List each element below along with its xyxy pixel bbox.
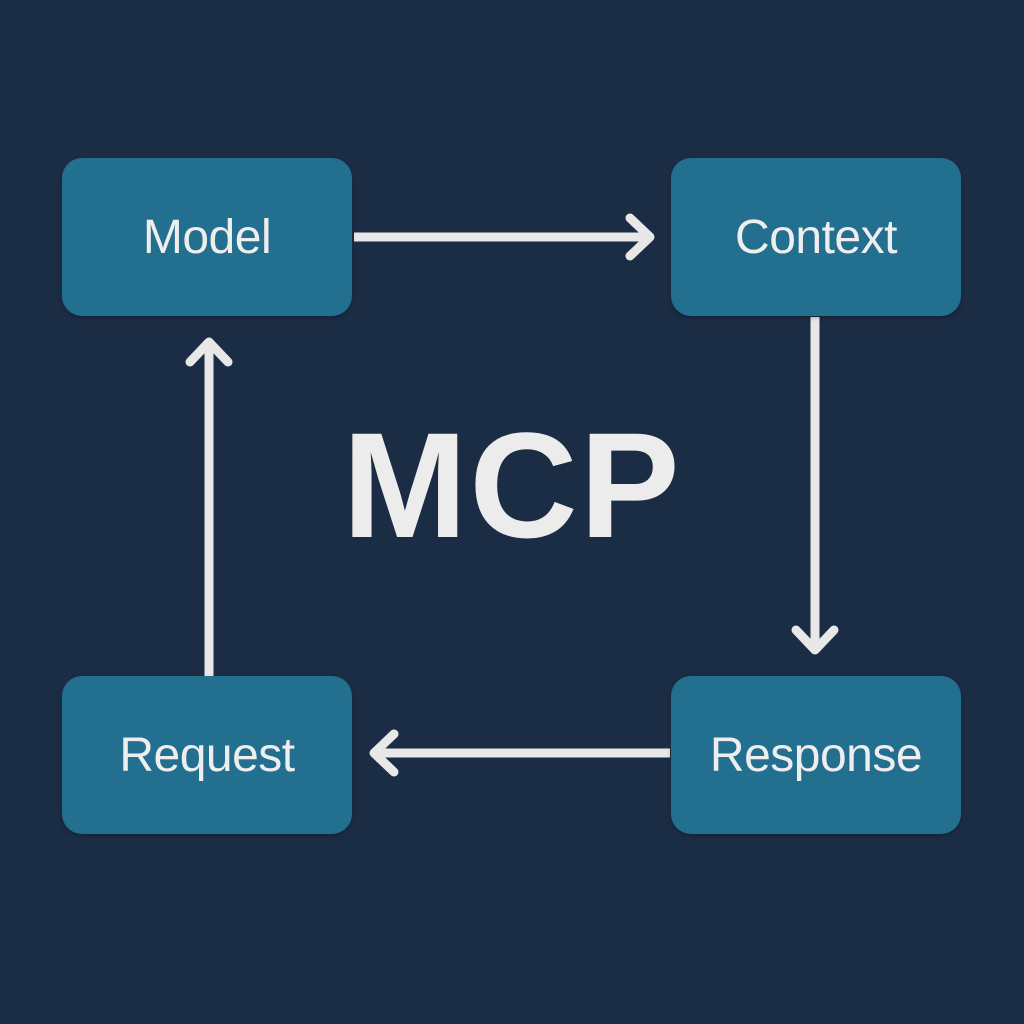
node-context: Context (671, 158, 961, 316)
arrow-context-to-response (791, 317, 839, 655)
arrow-request-to-model (185, 337, 233, 676)
arrow-model-to-context (354, 213, 655, 261)
node-model: Model (62, 158, 352, 316)
node-response: Response (671, 676, 961, 834)
arrow-response-to-request (369, 729, 670, 777)
node-response-label: Response (709, 728, 923, 782)
node-model-label: Model (142, 210, 272, 264)
diagram-title: MCP (342, 401, 682, 569)
node-context-label: Context (735, 210, 897, 264)
node-request-label: Request (119, 728, 295, 782)
node-request: Request (62, 676, 352, 834)
